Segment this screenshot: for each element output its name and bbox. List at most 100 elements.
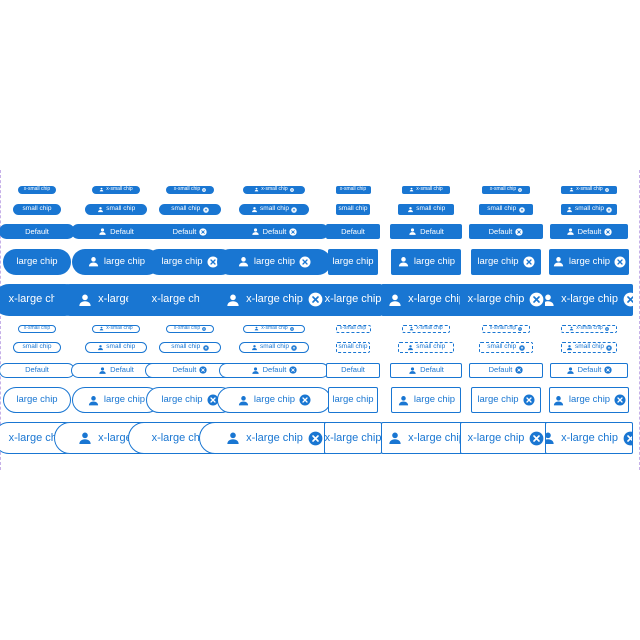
filled-square-chip-xsmall[interactable]: x-small chip: [561, 185, 617, 194]
cancel-circle-icon[interactable]: [523, 394, 535, 406]
filled-square-chip-large[interactable]: large chip: [328, 248, 378, 275]
filled-square-chip-xlarge[interactable]: x-large chip: [381, 283, 471, 316]
filled-pill-chip-default[interactable]: Default: [0, 224, 75, 239]
outlined-square-chip-small[interactable]: small chip: [398, 342, 454, 353]
cancel-circle-icon[interactable]: [623, 431, 632, 446]
cancel-circle-icon[interactable]: [299, 394, 311, 406]
cancel-circle-icon[interactable]: [623, 292, 633, 307]
outlined-pill-chip-large[interactable]: large chip: [3, 387, 71, 413]
cancel-circle-icon[interactable]: [523, 256, 535, 268]
filled-pill-chip-xsmall[interactable]: x-small chip: [92, 185, 140, 194]
cancel-circle-icon[interactable]: [518, 326, 523, 331]
outlined-pill-chip-small[interactable]: small chip: [159, 342, 221, 353]
cancel-circle-icon[interactable]: [291, 344, 298, 351]
outlined-pill-chip-default[interactable]: Default: [145, 362, 235, 378]
filled-pill-chip-default[interactable]: Default: [145, 224, 235, 239]
cancel-circle-icon[interactable]: [606, 206, 613, 213]
cancel-circle-icon[interactable]: [604, 326, 609, 331]
filled-square-chip-xsmall[interactable]: x-small chip: [335, 185, 371, 194]
outlined-square-chip-large[interactable]: large chip: [471, 387, 541, 413]
cancel-circle-icon[interactable]: [606, 344, 613, 351]
outlined-square-chip-xsmall[interactable]: x-small chip: [482, 324, 530, 333]
outlined-square-chip-small[interactable]: small chip: [336, 342, 370, 353]
outlined-square-chip-large[interactable]: large chip: [391, 387, 461, 413]
cancel-circle-icon[interactable]: [518, 187, 523, 192]
filled-square-chip-default[interactable]: Default: [326, 224, 380, 239]
cancel-circle-icon[interactable]: [207, 256, 219, 268]
outlined-square-chip-large[interactable]: large chip: [549, 387, 629, 413]
outlined-square-chip-default[interactable]: Default: [390, 362, 462, 378]
filled-square-chip-default[interactable]: Default: [550, 224, 628, 239]
filled-square-chip-xlarge[interactable]: x-large chip: [324, 283, 382, 316]
cancel-circle-icon[interactable]: [289, 366, 298, 374]
outlined-square-chip-default[interactable]: Default: [550, 362, 628, 378]
filled-square-chip-default[interactable]: Default: [390, 224, 462, 239]
filled-pill-chip-default[interactable]: Default: [219, 224, 329, 239]
outlined-pill-chip-small[interactable]: small chip: [13, 342, 61, 353]
cancel-circle-icon[interactable]: [614, 256, 626, 268]
outlined-pill-chip-default[interactable]: Default: [0, 362, 75, 378]
cancel-circle-icon[interactable]: [604, 187, 609, 192]
filled-square-chip-xlarge[interactable]: x-large chip: [545, 283, 633, 316]
cancel-circle-icon[interactable]: [289, 187, 294, 192]
cancel-circle-icon[interactable]: [202, 326, 207, 331]
filled-square-chip-xsmall[interactable]: x-small chip: [402, 185, 450, 194]
filled-square-chip-large[interactable]: large chip: [549, 248, 629, 275]
filled-square-chip-xlarge[interactable]: x-large chip: [460, 283, 552, 316]
cancel-circle-icon[interactable]: [202, 206, 209, 213]
cancel-circle-icon[interactable]: [529, 292, 544, 307]
outlined-square-chip-xlarge[interactable]: x-large chip: [460, 422, 552, 454]
filled-pill-chip-xsmall[interactable]: x-small chip: [243, 185, 305, 194]
filled-square-chip-small[interactable]: small chip: [561, 204, 617, 215]
outlined-pill-chip-small[interactable]: small chip: [85, 342, 147, 353]
outlined-pill-chip-small[interactable]: small chip: [239, 342, 309, 353]
filled-pill-chip-small[interactable]: small chip: [159, 204, 221, 215]
cancel-circle-icon[interactable]: [614, 394, 626, 406]
filled-pill-chip-large[interactable]: large chip: [3, 248, 71, 275]
filled-square-chip-large[interactable]: large chip: [391, 248, 461, 275]
filled-pill-chip-default[interactable]: Default: [71, 224, 161, 239]
cancel-circle-icon[interactable]: [308, 292, 323, 307]
filled-square-chip-small[interactable]: small chip: [398, 204, 454, 215]
outlined-pill-chip-large[interactable]: large chip: [217, 387, 331, 413]
filled-pill-chip-xsmall[interactable]: x-small chip: [166, 185, 214, 194]
outlined-square-chip-xlarge[interactable]: x-large chip: [381, 422, 471, 454]
cancel-circle-icon[interactable]: [289, 227, 298, 236]
cancel-circle-icon[interactable]: [518, 344, 525, 351]
outlined-pill-chip-large[interactable]: large chip: [72, 387, 160, 413]
outlined-square-chip-large[interactable]: large chip: [328, 387, 378, 413]
cancel-circle-icon[interactable]: [299, 256, 311, 268]
filled-pill-chip-small[interactable]: small chip: [85, 204, 147, 215]
outlined-pill-chip-xsmall[interactable]: x-small chip: [92, 324, 140, 333]
outlined-pill-chip-default[interactable]: Default: [219, 362, 329, 378]
outlined-square-chip-xsmall[interactable]: x-small chip: [402, 324, 450, 333]
filled-pill-chip-large[interactable]: large chip: [72, 248, 160, 275]
filled-pill-chip-small[interactable]: small chip: [239, 204, 309, 215]
cancel-circle-icon[interactable]: [604, 366, 613, 374]
filled-square-chip-default[interactable]: Default: [469, 224, 543, 239]
outlined-square-chip-xlarge[interactable]: x-large chip: [545, 422, 633, 454]
filled-square-chip-small[interactable]: small chip: [479, 204, 533, 215]
cancel-circle-icon[interactable]: [289, 326, 294, 331]
filled-square-chip-small[interactable]: small chip: [336, 204, 370, 215]
cancel-circle-icon[interactable]: [202, 344, 209, 351]
cancel-circle-icon[interactable]: [199, 227, 208, 236]
outlined-square-chip-default[interactable]: Default: [469, 362, 543, 378]
outlined-square-chip-default[interactable]: Default: [326, 362, 380, 378]
outlined-square-chip-small[interactable]: small chip: [561, 342, 617, 353]
outlined-pill-chip-xsmall[interactable]: x-small chip: [18, 324, 56, 333]
filled-pill-chip-xsmall[interactable]: x-small chip: [18, 185, 56, 194]
cancel-circle-icon[interactable]: [202, 187, 207, 192]
outlined-square-chip-xsmall[interactable]: x-small chip: [561, 324, 617, 333]
cancel-circle-icon[interactable]: [518, 206, 525, 213]
cancel-circle-icon[interactable]: [207, 394, 219, 406]
filled-pill-chip-small[interactable]: small chip: [13, 204, 61, 215]
filled-square-chip-large[interactable]: large chip: [471, 248, 541, 275]
filled-pill-chip-large[interactable]: large chip: [217, 248, 331, 275]
cancel-circle-icon[interactable]: [291, 206, 298, 213]
outlined-square-chip-xsmall[interactable]: x-small chip: [335, 324, 371, 333]
filled-square-chip-xsmall[interactable]: x-small chip: [482, 185, 530, 194]
cancel-circle-icon[interactable]: [604, 227, 613, 236]
cancel-circle-icon[interactable]: [529, 431, 544, 446]
outlined-square-chip-xlarge[interactable]: x-large chip: [324, 422, 382, 454]
